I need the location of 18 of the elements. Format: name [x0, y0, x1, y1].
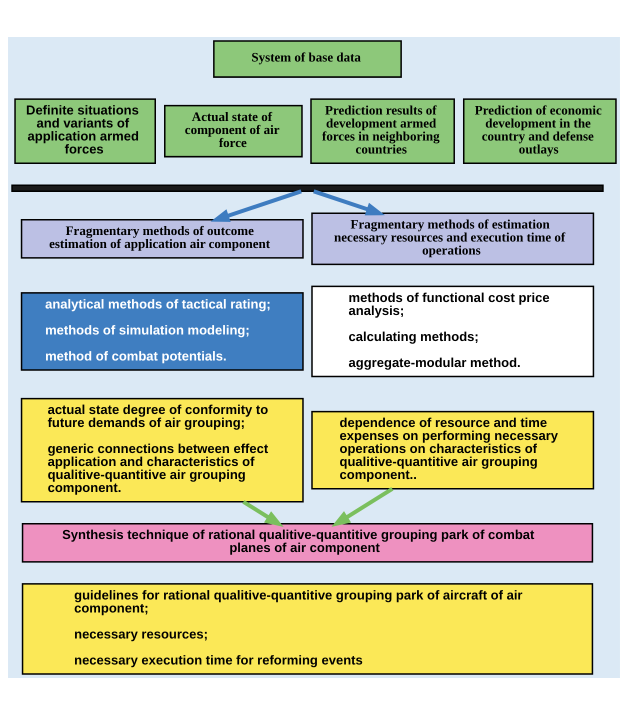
node-box: Prediction of economic development in the country and defense outlays — [462, 98, 617, 164]
node-box: Fragmentary methods of outcome estimation of application air component — [20, 219, 304, 259]
arrow — [331, 487, 394, 527]
node-box: Fragmentary methods of estimation necessary resources and execution time of operations — [311, 212, 594, 266]
node-box: Actual state of component of air force — [164, 104, 303, 158]
arrow — [242, 500, 284, 527]
node-box: Definite situations and variants of application armed forces — [14, 98, 156, 164]
node-box: guidelines for rational qualitive-quantitive grouping park of aircraft of air component; necessary resources; necessary execution time for reforming events — [22, 583, 594, 675]
node-box: Synthesis technique of rational qualitive-quantitive grouping park of combat planes of air component — [22, 523, 594, 563]
node-box: System of base data — [213, 40, 402, 78]
node-box: analytical methods of tactical rating; methods of simulation modeling; method of combat potentials. — [20, 292, 304, 371]
node-box: actual state degree of conformity to future demands of air grouping; generic connections between effect application and characteristics of qualitive-quantitive air grouping component. — [20, 398, 304, 502]
arrow — [210, 189, 302, 222]
node-bar — [11, 184, 604, 192]
arrow — [313, 189, 385, 216]
node-box: dependence of resource and time expenses on performing necessary operations on characteristics of qualitive-quantitive air grouping component.. — [311, 410, 594, 490]
node-box: Prediction results of development armed forces in neighboring countries — [310, 98, 455, 164]
node-box: methods of functional cost price analysis; calculating methods; aggregate-modular method. — [311, 286, 594, 378]
